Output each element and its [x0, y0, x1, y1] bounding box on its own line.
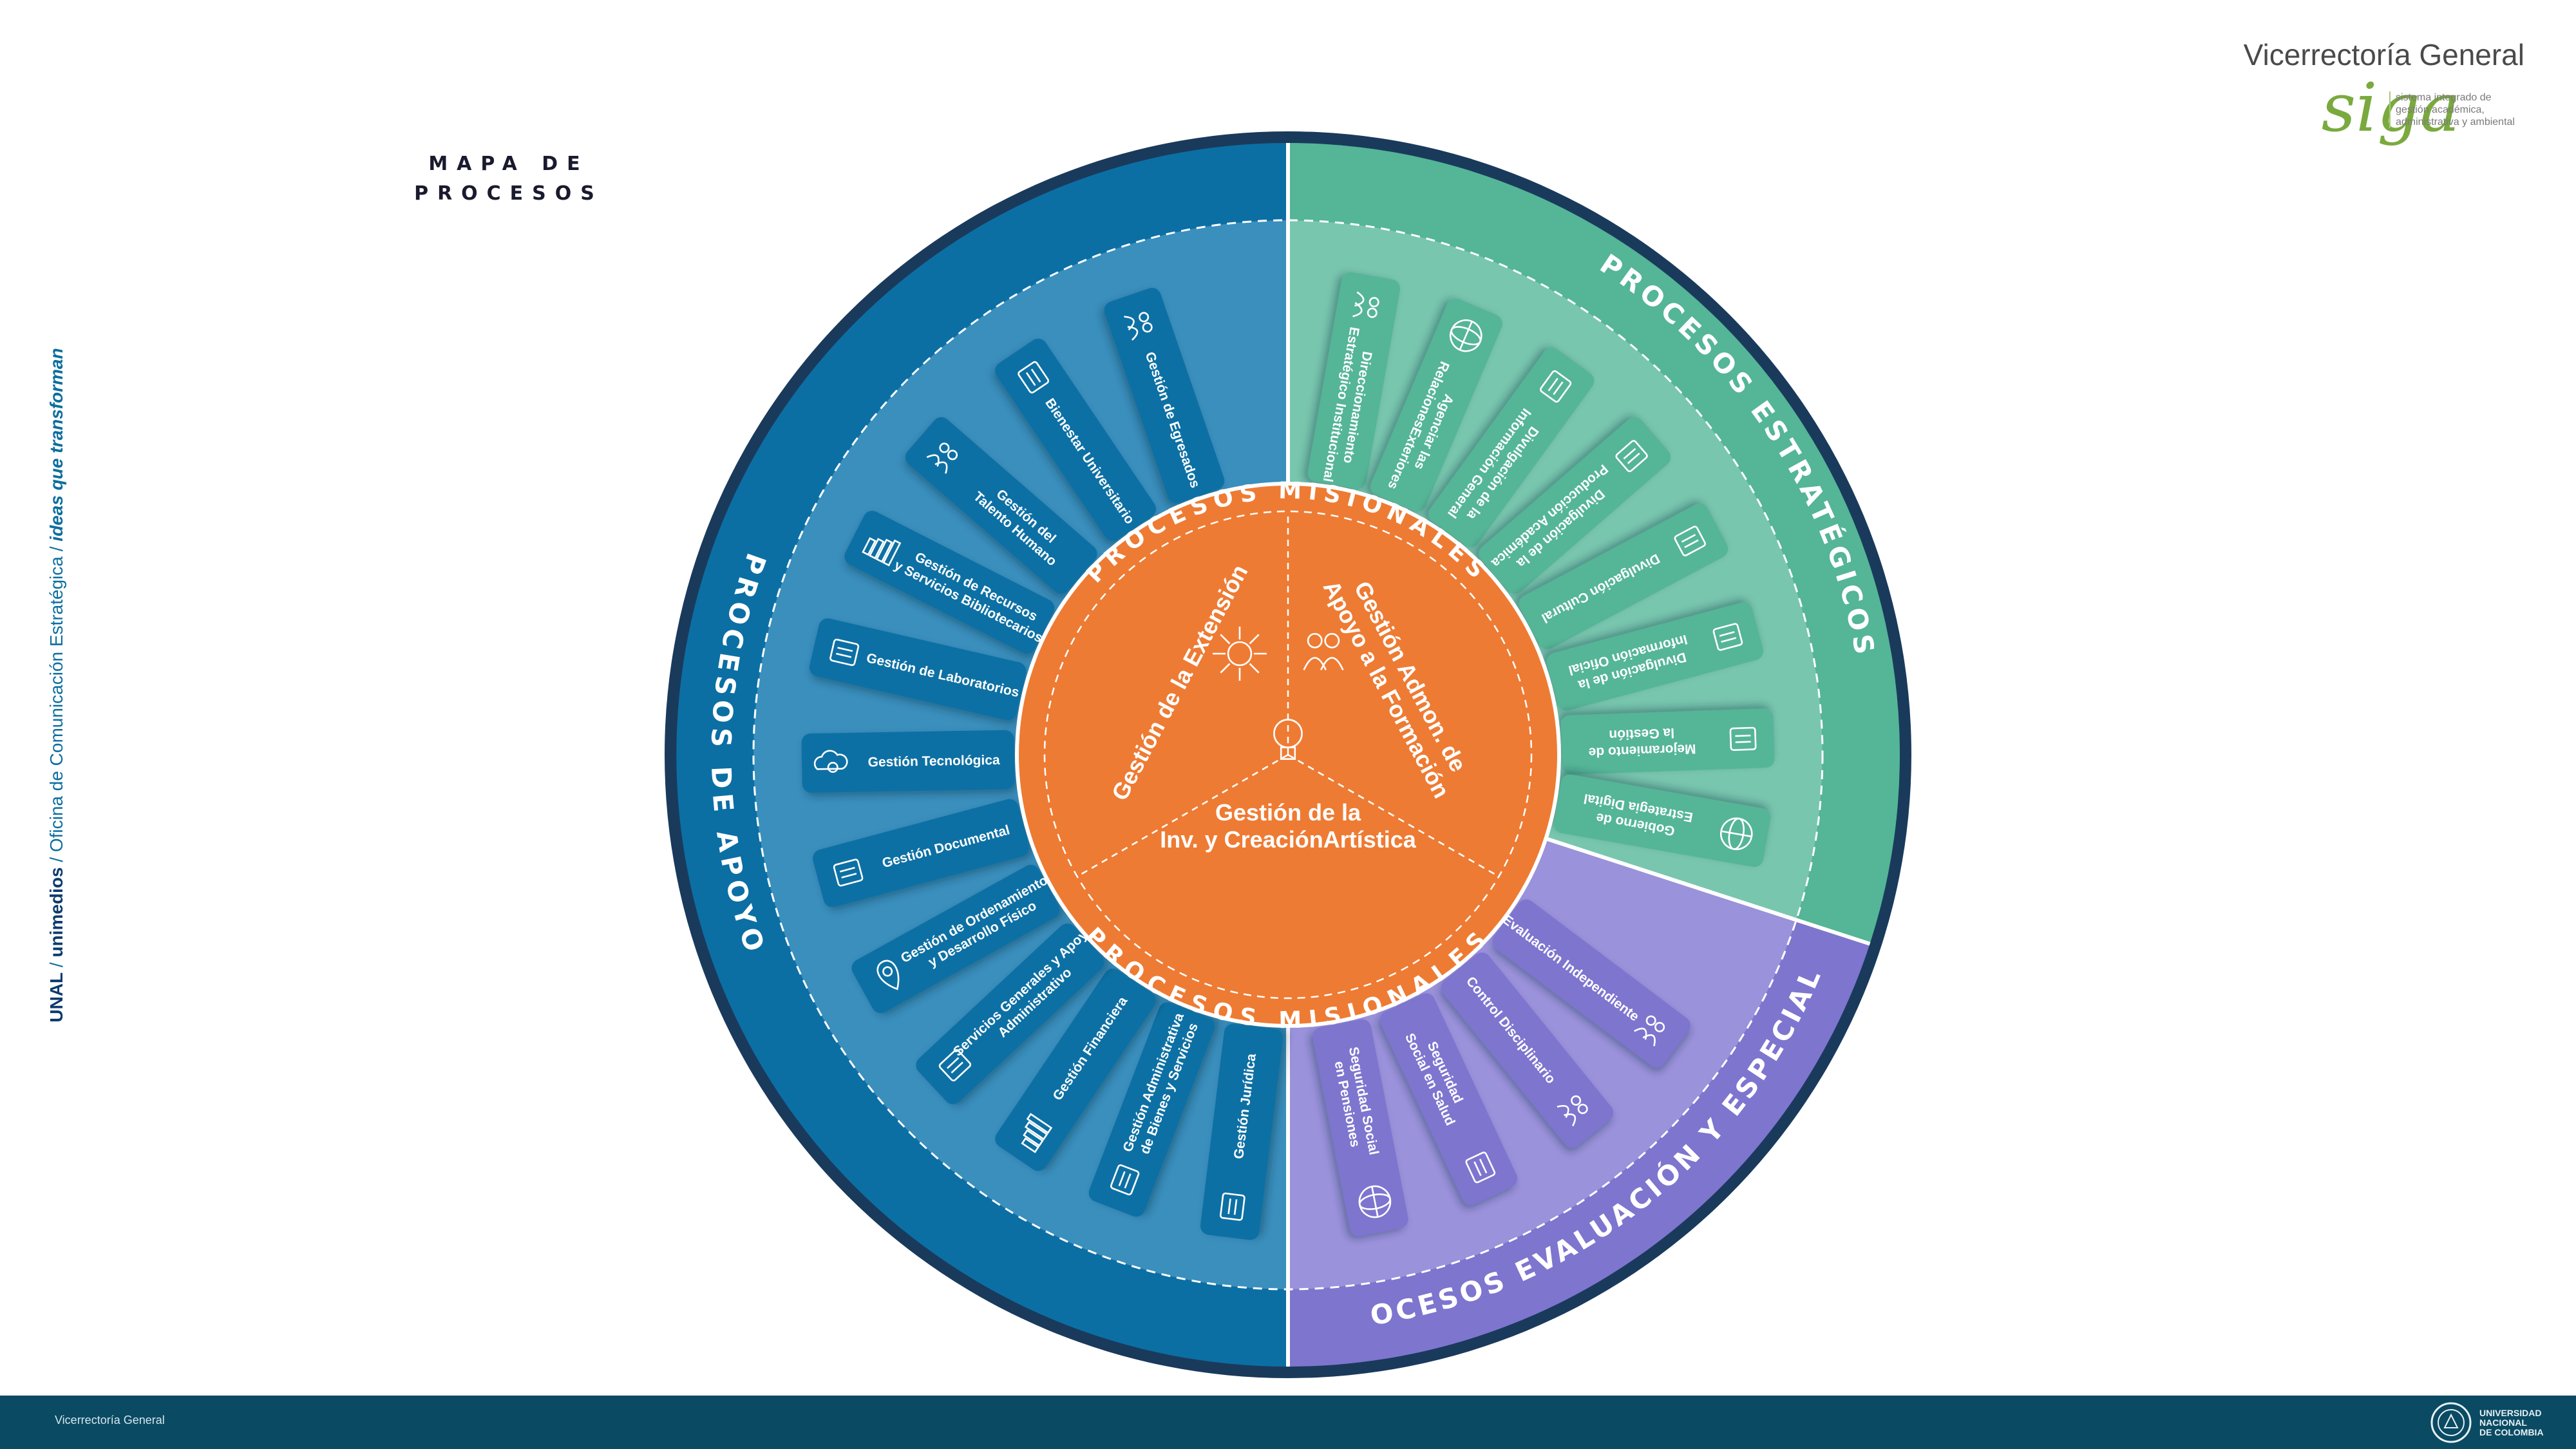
process-card-background — [844, 511, 1055, 654]
process-card-background — [995, 969, 1157, 1171]
brand-subtitle: sistema integrado de gestión académica, … — [2389, 91, 2524, 128]
building-icon — [1712, 623, 1743, 651]
tree-icon — [1018, 361, 1050, 393]
person-ruler-icon — [1303, 632, 1344, 670]
map-pin-icon — [876, 960, 900, 990]
dice-box-icon — [1110, 1164, 1140, 1196]
process-card-background — [1428, 347, 1595, 547]
cloud-icon — [813, 750, 848, 773]
process-card-background — [1492, 899, 1691, 1068]
process-card-background — [809, 618, 1027, 721]
globe-grid-icon — [1358, 1185, 1392, 1218]
siga-logo: siga — [2321, 68, 2460, 147]
process-card-background — [1370, 298, 1502, 512]
person-chart-icon — [1634, 1015, 1665, 1046]
team-icon — [926, 442, 958, 474]
scales-icon — [1219, 1192, 1245, 1221]
people-network-icon — [1352, 291, 1379, 318]
university-line: DE COLOMBIA — [2479, 1427, 2544, 1437]
process-card-background — [1307, 272, 1401, 489]
evaluacion-process-card[interactable]: Seguridad Socialen Pensiones — [1311, 1018, 1410, 1237]
apoyo-process-card[interactable]: Gestión Tecnológica — [801, 730, 1015, 793]
globe-monitor-icon — [1719, 817, 1753, 851]
process-card-background — [1553, 774, 1771, 867]
network-people-icon — [1124, 312, 1153, 341]
paper-stack-icon — [938, 1049, 972, 1082]
process-card-background — [1441, 952, 1614, 1148]
process-card-background — [1479, 417, 1671, 594]
university-name: UNIVERSIDAD NACIONAL DE COLOMBIA — [2479, 1408, 2544, 1437]
misionales-divider — [1077, 753, 1289, 878]
brand-title: Vicerrectoría General — [2243, 38, 2524, 71]
process-card-background — [905, 417, 1097, 594]
process-card-background — [1088, 1002, 1215, 1217]
expand-arrows-icon — [1213, 627, 1267, 681]
process-card-background — [812, 799, 1030, 907]
estrategicos-process-card[interactable]: DireccionamientoEstratégico Instituciona… — [1306, 270, 1401, 490]
process-card-background — [1312, 1019, 1408, 1236]
science-box-icon — [1615, 440, 1648, 473]
folder-box-icon — [833, 858, 864, 887]
gear-checklist-icon — [1729, 726, 1757, 751]
process-card-background — [801, 730, 1015, 793]
estrategicos-process-card[interactable]: Divulgación de laInformación Oficial — [1545, 600, 1766, 712]
clapperboard-icon — [1674, 526, 1706, 556]
microscope-icon — [829, 638, 860, 667]
estrategicos-process-card[interactable]: Mejoramiento dela Gestión — [1560, 708, 1775, 775]
footer-bar: Vicerrectoría General UNIVERSIDAD NACION… — [0, 1396, 2576, 1449]
page-title: MAPA DE PROCESOS — [414, 153, 603, 205]
university-crest-icon — [2430, 1402, 2472, 1443]
apoyo-process-card[interactable]: Gestión de Laboratorios — [808, 616, 1028, 722]
process-card-background — [1546, 602, 1764, 711]
lightbulb-icon — [1273, 719, 1303, 760]
bar-chart-icon — [1021, 1113, 1053, 1153]
process-card-background — [1560, 708, 1775, 775]
university-line: NACIONAL — [2479, 1417, 2527, 1428]
stethoscope-icon — [1465, 1151, 1496, 1184]
estrategicos-process-card[interactable]: Gobierno deEstrategia Digital — [1553, 773, 1772, 868]
apoyo-process-card[interactable]: Gestión Documental — [811, 797, 1032, 909]
process-card-background — [1104, 287, 1225, 504]
apoyo-process-card[interactable]: Gestión Jurídica — [1199, 1023, 1284, 1241]
process-card-label: Gestión Tecnológica — [867, 753, 1000, 770]
process-card-label: Mejoramiento dela Gestión — [1587, 724, 1696, 760]
newspaper-icon — [1539, 370, 1572, 403]
apoyo-outer-band — [676, 143, 1288, 1367]
process-card-background — [916, 923, 1104, 1104]
misionales-divider — [1287, 753, 1499, 878]
misionales-dashed-ring — [1043, 510, 1533, 999]
footer-label: Vicerrectoría General — [55, 1414, 165, 1426]
globe-hand-icon — [1449, 319, 1482, 352]
process-card-background — [851, 864, 1060, 1014]
process-card-background — [1200, 1023, 1283, 1240]
books-icon — [862, 537, 902, 567]
estrategicos-outer-band — [1288, 143, 1900, 944]
process-card-background — [995, 338, 1157, 541]
evaluacion-outer-band — [1288, 920, 1870, 1367]
magnifier-person-icon — [1557, 1095, 1588, 1127]
university-line: UNIVERSIDAD — [2479, 1408, 2542, 1418]
